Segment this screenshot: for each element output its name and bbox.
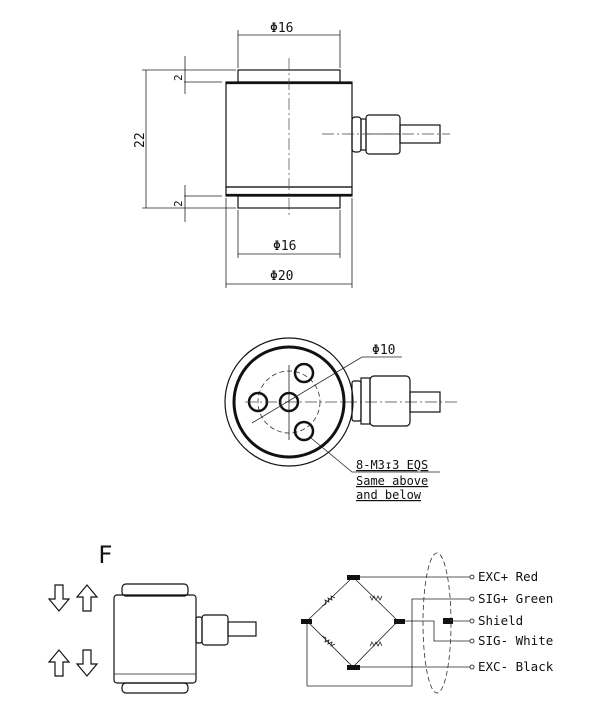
arrow-up-icon [75,584,99,612]
arrow-down-icon [75,649,99,677]
arrow-up-icon [47,649,71,677]
cable-connector [322,114,450,155]
thread-note: 8-M3↧3 EQS [356,458,428,472]
wire-label-shield: Shield [478,613,523,628]
wire-label-sig-plus: SIG+ Green [478,591,553,606]
thread-note-line2: Same above [356,474,428,488]
thread-note-line3: and below [356,488,422,502]
dim-top-diameter: Φ16 [270,21,293,36]
side-view: Φ16 22 2 2 Φ16 Φ20 [133,21,450,288]
dim-top-cap: 2 [172,74,185,81]
cable-connector-top [351,375,441,427]
dim-height: 22 [133,132,148,148]
top-view: Φ10 8-M3↧3 EQS Same above and below [224,337,460,502]
wire-label-exc-plus: EXC+ Red [478,569,538,584]
wire-label-sig-minus: SIG- White [478,633,553,648]
dim-bolt-circle: Φ10 [372,343,395,358]
wiring-diagram: EXC+ Red SIG+ Green Shield SIG- White EX… [301,552,554,694]
force-label: F [98,541,112,569]
wire-label-exc-minus: EXC- Black [478,659,554,674]
dim-bottom-cap: 2 [172,200,185,207]
dim-body-diameter: Φ20 [270,269,293,284]
arrow-down-icon [47,584,71,612]
dim-bottom-diameter: Φ16 [273,239,296,254]
force-diagram: F [47,541,257,694]
